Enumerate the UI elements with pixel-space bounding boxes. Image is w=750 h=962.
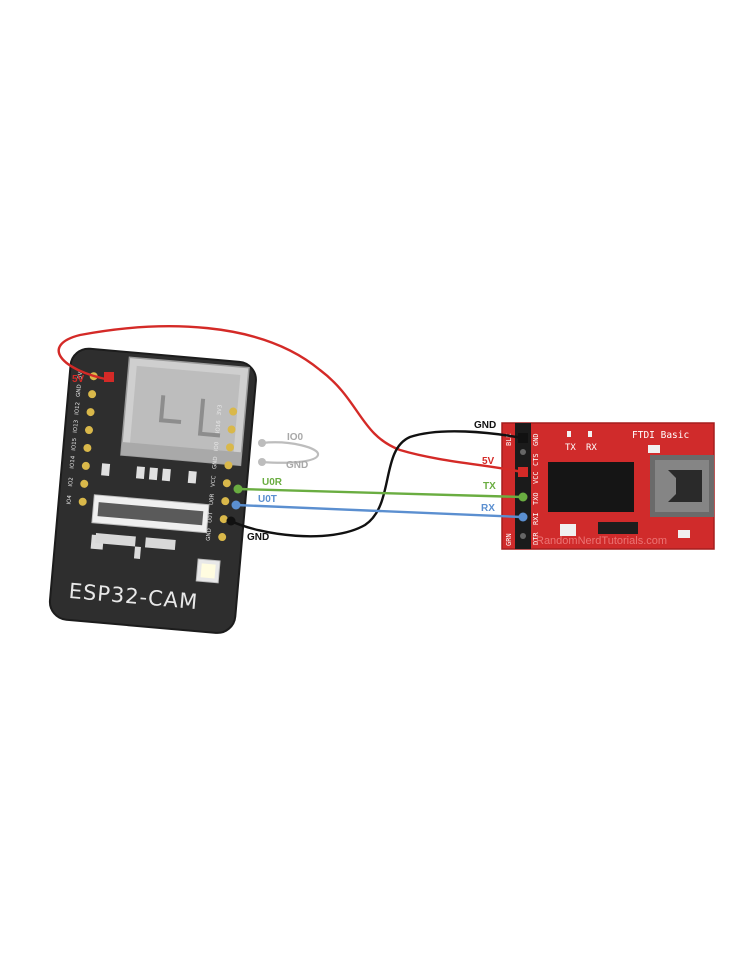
ftdi-title: FTDI Basic [632, 430, 689, 441]
ftdi-pin-label-txo: TXO [532, 492, 540, 505]
esp-right-pin-label: U0R [209, 493, 216, 505]
label-esp-u0r: U0R [262, 477, 283, 488]
sd-card-slot [120, 356, 250, 467]
ftdi-pin-label-gnd: GND [532, 433, 540, 446]
ftdi-leds [567, 431, 592, 437]
esp-left-pin-label: IO12 [74, 402, 81, 415]
esp-left-pin-label: IO2 [68, 477, 75, 487]
esp-left-pin-label: IO4 [66, 494, 73, 504]
esp32-cam-board: ESP32-CAM 5VGNDIO12IO13IO15IO14IO2IO43V3… [48, 347, 257, 634]
wire-5v [57, 325, 523, 474]
ftdi-wire-endpoints [518, 433, 528, 522]
ftdi-pin-label-dtr: DTR [532, 532, 540, 545]
ftdi-pin-label-cts: CTS [532, 453, 540, 466]
usb-connector [650, 455, 714, 517]
ftdi-pin-label-vcc: VCC [532, 471, 540, 484]
ftdi-pin-label-rxi: RXI [532, 512, 540, 525]
ftdi-chip [548, 462, 634, 512]
label-esp-gnd-jumper: GND [286, 460, 308, 471]
flash-led [195, 558, 221, 584]
esp-left-pin-label: 5V [77, 371, 84, 379]
ftdi-led-label-rx: RX [586, 443, 597, 453]
camera-connector [91, 494, 210, 534]
esp-right-pin-label: 3V3 [217, 404, 224, 416]
esp-left-pin-label: IO13 [73, 419, 80, 433]
esp-right-pin-label: IO16 [215, 420, 222, 434]
label-ftdi-gnd: GND [474, 420, 496, 431]
ftdi-basic-board: BLK GND CTS VCC TXO RXI DTR GRN TX RX FT… [501, 422, 715, 550]
esp-right-pin-label: U0T [207, 511, 214, 523]
label-esp-5v: 5V [72, 374, 85, 385]
esp-wire-endpoints [226, 439, 266, 526]
esp-left-pin-label: IO14 [70, 455, 77, 469]
wire-rx [235, 503, 523, 519]
label-esp-u0t: U0T [258, 494, 277, 505]
esp-left-pin-label: IO15 [71, 437, 78, 451]
esp-right-pin-label: VCC [210, 475, 217, 487]
label-ftdi-rx: RX [481, 503, 495, 514]
label-esp-io0: IO0 [287, 432, 304, 443]
label-esp-gnd: GND [247, 532, 269, 543]
wire-tx [237, 487, 523, 499]
esp-right-pin-label: GND [206, 528, 213, 541]
esp-right-pin-label: GND [212, 456, 219, 469]
wire-io0-gnd-jumper [261, 441, 320, 464]
label-ftdi-5v: 5V [482, 456, 495, 467]
esp-left-pin-label: GND [76, 384, 83, 397]
esp-right-pin-label: IO0 [214, 441, 221, 451]
chip-row [95, 533, 176, 550]
right-pin-column [218, 407, 238, 542]
esp-5v-pin-marker [104, 372, 114, 382]
ftdi-pin-label-grn: GRN [505, 533, 513, 546]
wire-gnd [230, 430, 523, 538]
label-ftdi-tx: TX [483, 481, 496, 492]
ftdi-led-label-tx: TX [565, 443, 576, 453]
watermark: RandomNerdTutorials.com [536, 535, 667, 547]
ftdi-small-components [560, 445, 690, 538]
ftdi-pin-label-blk: BLK [505, 433, 513, 446]
